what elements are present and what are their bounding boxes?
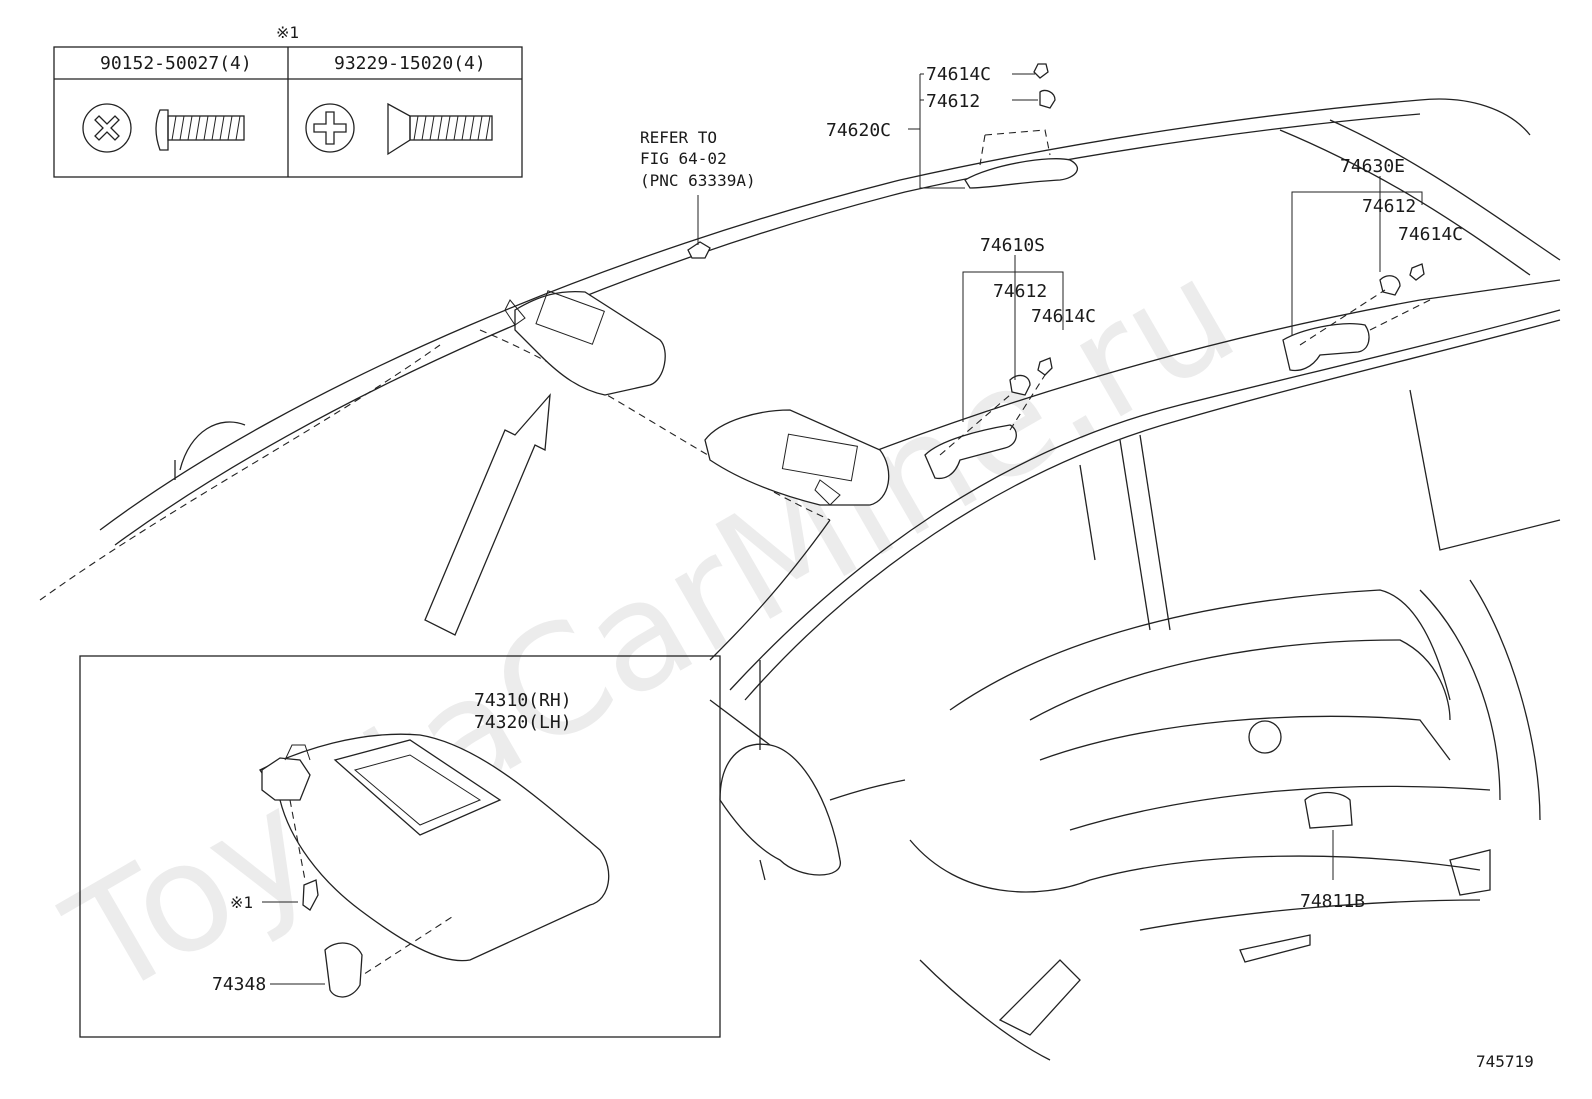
fastener-part-2-label: 93229-15020(4) — [334, 53, 486, 74]
screw-detail-icon — [302, 879, 319, 911]
assist-grip-74630e: 74630E 74612 74614C — [1282, 156, 1463, 372]
fastener-part-1-label: 90152-50027(4) — [100, 53, 252, 74]
assist-grip-74610s: 74610S 74612 74614C — [924, 235, 1096, 480]
label-74348: 74348 — [212, 974, 266, 995]
oval-head-screw-icon — [155, 109, 245, 151]
clip-74614c-top-icon — [1033, 63, 1049, 79]
cross-screw-head-icon — [82, 103, 132, 153]
label-74614c-mid: 74614C — [1031, 306, 1096, 327]
label-74310: 74310(RH) — [474, 690, 572, 711]
assist-grip-74620c: 74614C 74612 74620C — [826, 63, 1079, 189]
detail-pointer-arrow — [424, 393, 551, 636]
clip-74614c-right-icon — [1409, 263, 1425, 281]
label-74612-top: 74612 — [926, 91, 980, 112]
label-screw-note: ※1 — [230, 893, 253, 912]
label-74811b: 74811B — [1300, 891, 1365, 912]
visor-detail-inset: 74310(RH) 74320(LH) ※1 74348 — [79, 655, 721, 1038]
table-note-mark: ※1 — [276, 23, 299, 42]
flat-head-screw-icon — [387, 102, 493, 156]
lamp-74811b: 74811B — [1300, 791, 1365, 912]
clip-74348-icon — [324, 942, 363, 998]
clip-74614c-mid-icon — [1037, 357, 1053, 376]
cap-74612-top-icon — [1039, 89, 1056, 109]
label-74614c-top: 74614C — [926, 64, 991, 85]
label-74612-right: 74612 — [1362, 196, 1416, 217]
fastener-table: ※1 90152-50027(4) 93229-15020(4) — [53, 23, 523, 178]
refer-clip: REFER TO FIG 64-02 (PNC 63339A) — [640, 128, 756, 259]
vehicle-body-outline — [39, 98, 1561, 1061]
visor-right-on-car — [704, 409, 890, 506]
cap-74612-right-icon — [1379, 275, 1401, 296]
refer-line-1: REFER TO — [640, 128, 717, 147]
refer-line-3: (PNC 63339A) — [640, 171, 756, 190]
cap-74612-mid-icon — [1009, 374, 1031, 396]
label-74610s: 74610S — [980, 235, 1045, 256]
refer-line-2: FIG 64-02 — [640, 149, 727, 168]
phillips-screw-head-icon — [305, 103, 355, 153]
figure-number: 745719 — [1476, 1052, 1534, 1071]
label-74630e: 74630E — [1340, 156, 1405, 177]
label-74320: 74320(LH) — [474, 712, 572, 733]
visor-left-on-car — [504, 290, 666, 396]
label-74614c-right: 74614C — [1398, 224, 1463, 245]
label-74612-mid: 74612 — [993, 281, 1047, 302]
label-74620c: 74620C — [826, 120, 891, 141]
